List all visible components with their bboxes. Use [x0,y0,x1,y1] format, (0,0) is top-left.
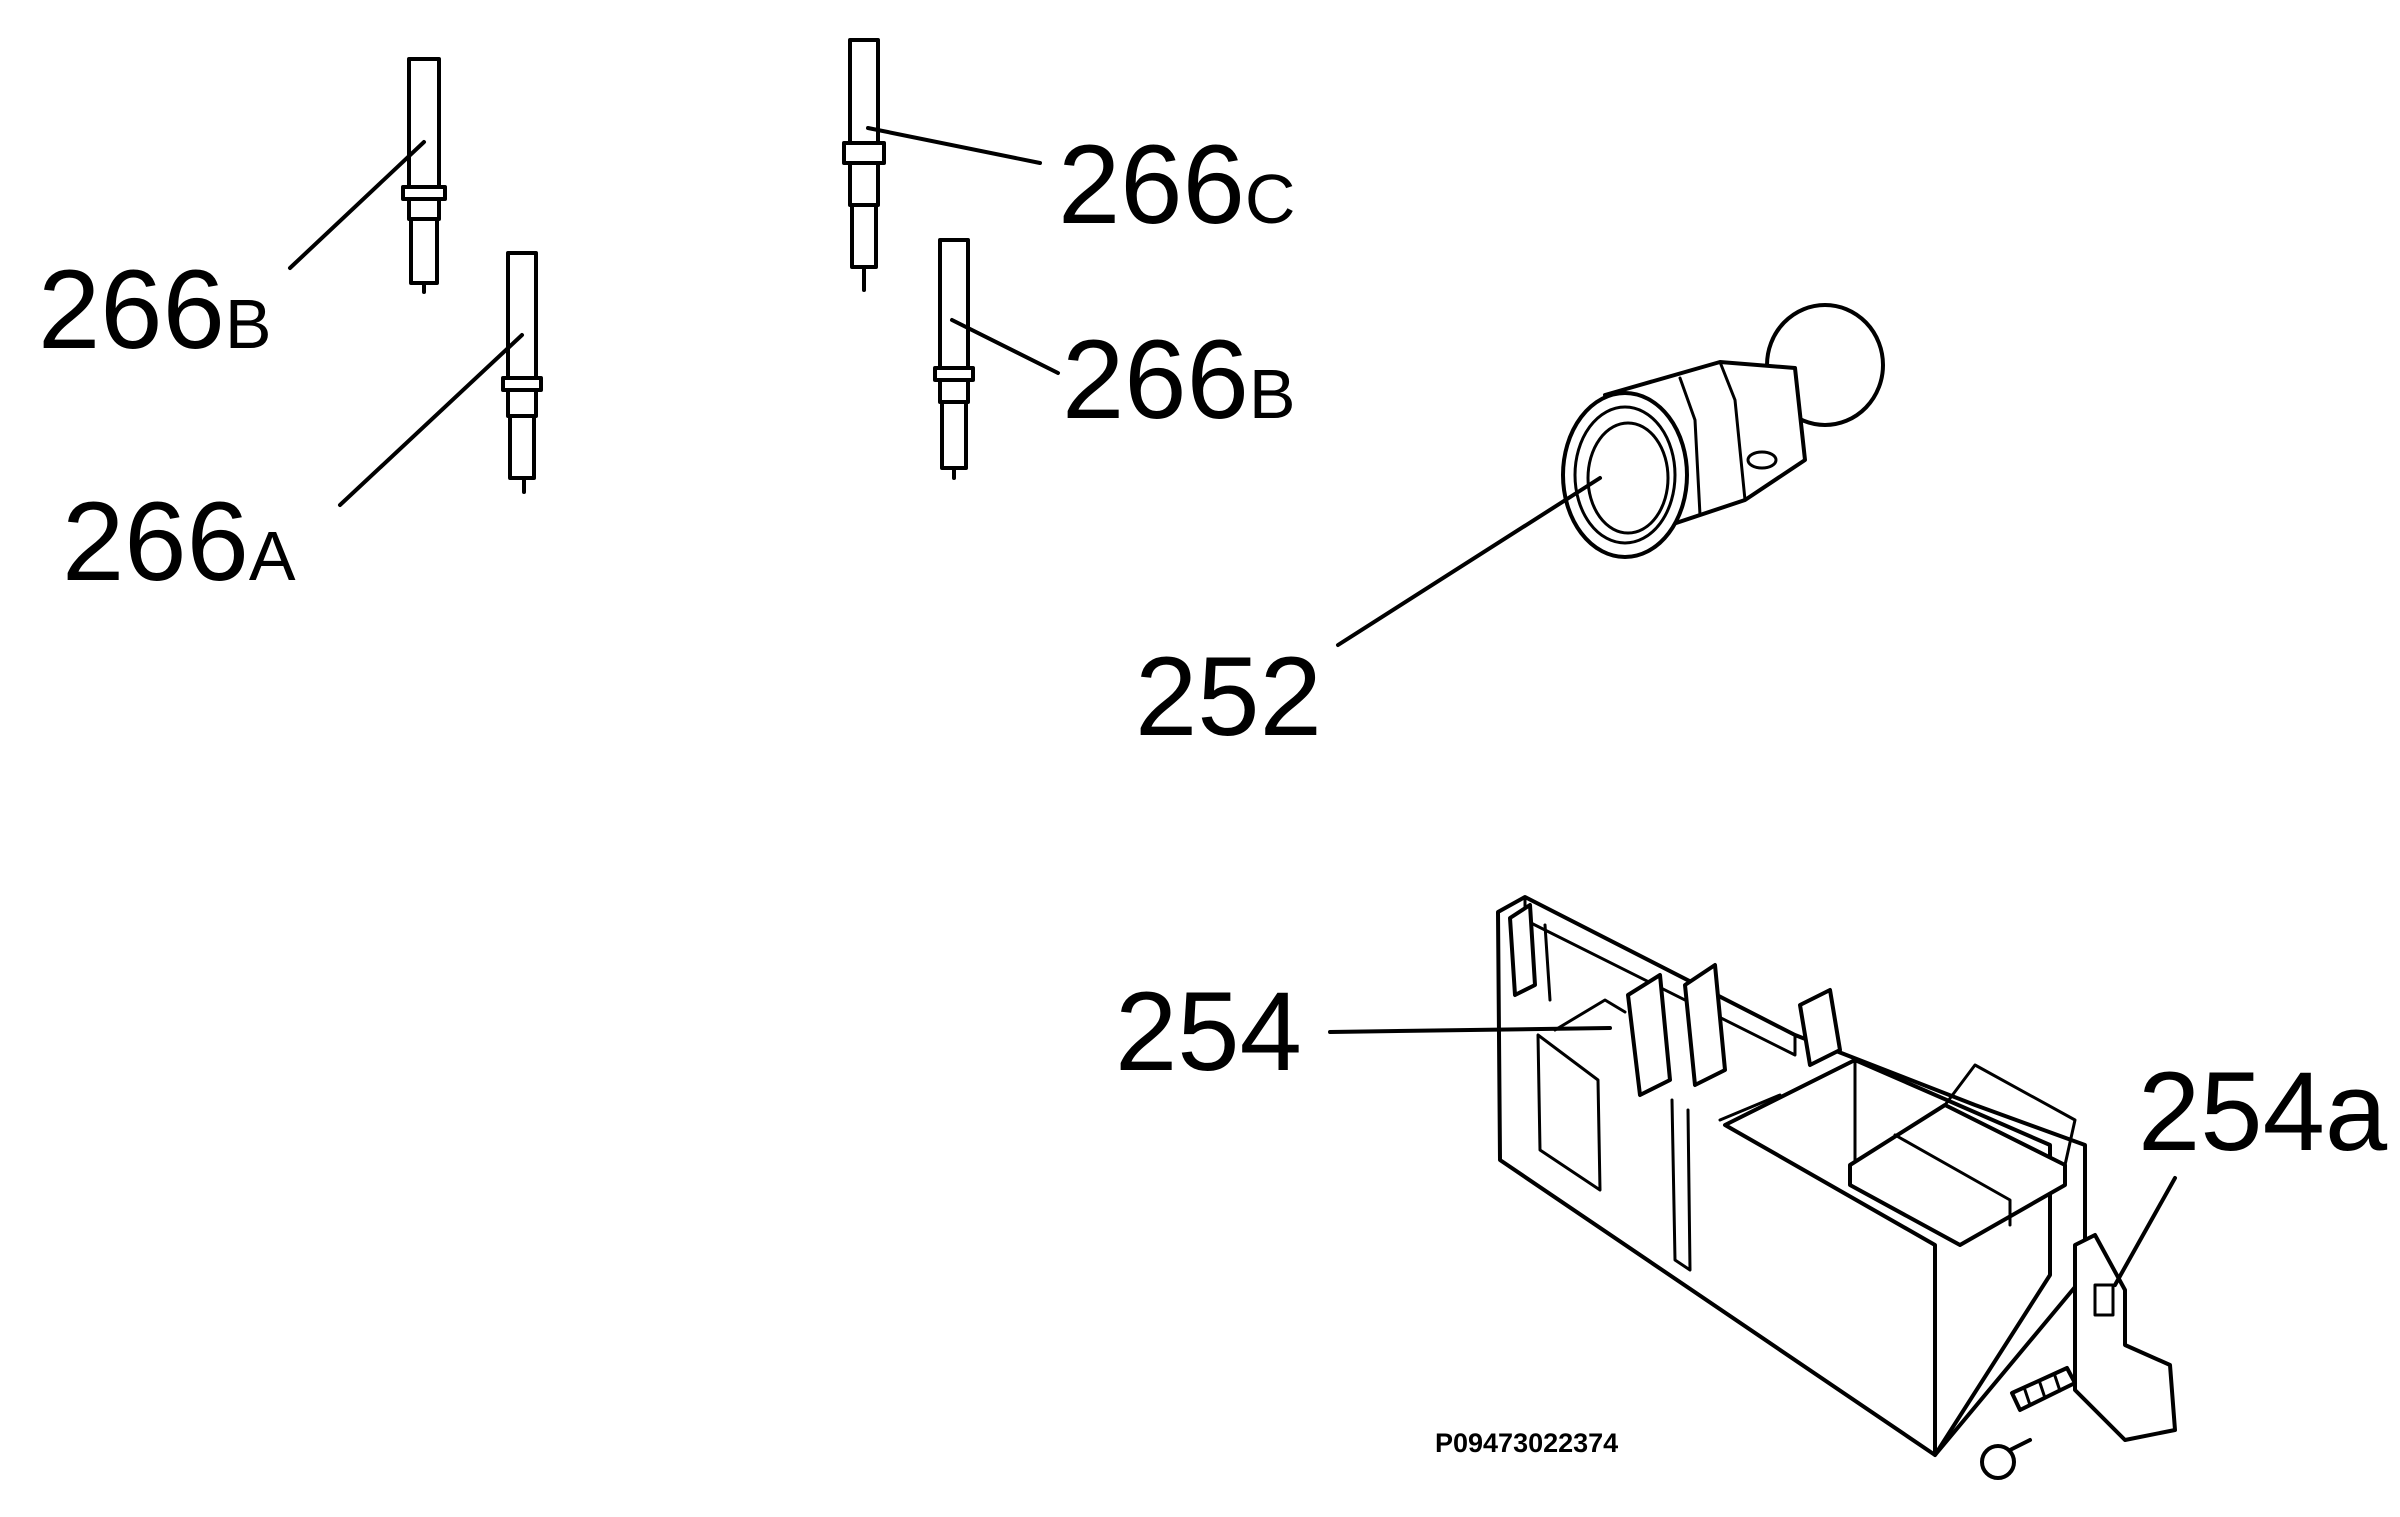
electrode-266a [501,251,543,494]
ignition-generator-254 [1496,895,2087,1457]
leader-266a [338,333,524,507]
leader-254 [1328,1026,1612,1034]
label-254: 254 [1115,969,1302,1094]
leader-266b-left [288,140,426,270]
leader-266c [866,126,1042,165]
leader-266b-right [950,318,1060,375]
bracket-254a [1980,1233,2177,1480]
label-266c: 266C [1058,122,1295,247]
ignition-button-252 [1561,303,1885,559]
label-266b-left: 266B [38,247,272,372]
label-266a: 266A [62,479,296,604]
electrode-266b-left [401,57,447,294]
label-266b-right: 266B [1062,317,1296,442]
label-254a: 254a [2138,1049,2388,1174]
label-252: 252 [1135,634,1322,759]
electrode-266b-right [933,238,975,480]
leader-252 [1336,476,1602,647]
electrode-266c [842,38,886,292]
leader-254a [2113,1176,2177,1287]
drawing-code: P09473022374 [1435,1428,1618,1458]
